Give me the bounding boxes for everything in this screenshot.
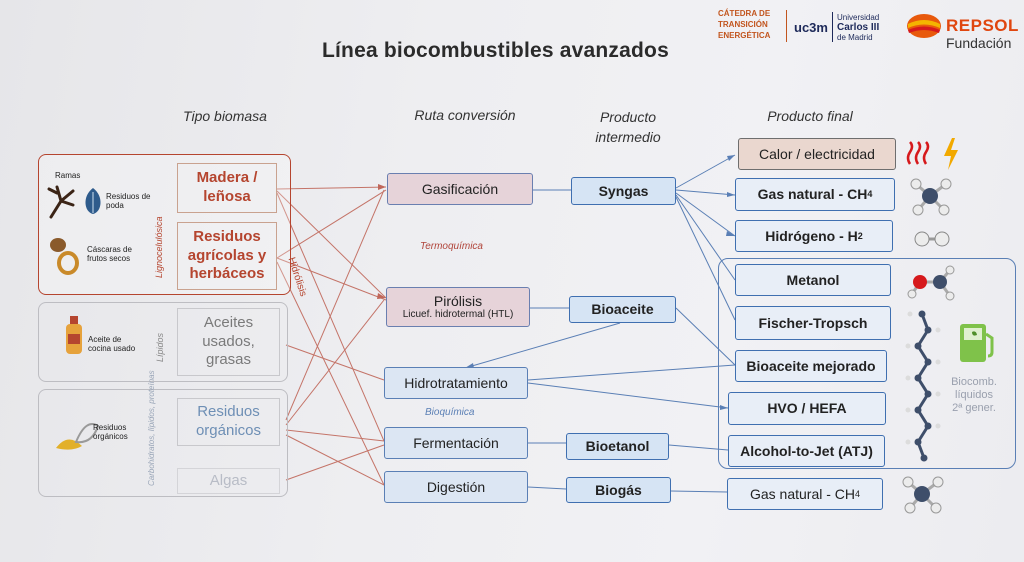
organic-waste-icon (56, 423, 100, 450)
final-fischer-tropsch: Fischer-Tropsch (735, 306, 891, 340)
repsol-logo: REPSOL (946, 16, 1019, 35)
biomass-aceites-usados: Aceites usados, grasas (177, 308, 280, 376)
page-title: Línea biocombustibles avanzados (322, 39, 669, 62)
repsol-emblem-icon (907, 14, 941, 38)
lightning-icon (944, 138, 958, 170)
universidad-line-1: Universidad (837, 13, 880, 22)
uc3m-logo: uc3m (794, 20, 828, 35)
methane-molecule-icon (910, 178, 952, 216)
biomass-madera: Madera / leñosa (177, 163, 277, 213)
category-lignocelulosica: Lignocelulósica (154, 216, 164, 278)
intermediate-syngas: Syngas (571, 177, 676, 205)
route-gasificacion: Gasificación (387, 173, 533, 205)
catedra-line-3: ENERGÉTICA (718, 31, 771, 40)
final-metanol: Metanol (735, 264, 891, 296)
annotation-bioquimica: Bioquímica (425, 407, 475, 418)
route-pirolisis-label: Pirólisis (433, 293, 483, 310)
universidad-logo: Universidad Carlos III de Madrid (837, 13, 879, 43)
route-fermentacion: Fermentación (384, 427, 528, 459)
route-digestion: Digestión (384, 471, 528, 503)
liquid-group-label-2: líquidos (955, 389, 993, 401)
final-hidrogeno-sub: 2 (857, 230, 863, 241)
icon-label-residuos-organicos: Residuos orgánicos (93, 423, 128, 441)
final-gas-natural-2-label: Gas natural - CH (749, 485, 856, 502)
group-organicos (38, 389, 288, 497)
branch-icon (47, 185, 75, 219)
intermediate-biogas: Biogás (566, 477, 671, 503)
category-lipidos: Lípidos (155, 332, 165, 362)
route-hidrotratamiento: Hidrotratamiento (384, 367, 528, 399)
fundacion-label: Fundación (946, 35, 1012, 51)
universidad-line-3: de Madrid (837, 33, 873, 42)
final-gas-natural-2-sub: 4 (855, 488, 861, 499)
header-tipo-biomasa: Tipo biomasa (183, 108, 267, 124)
icon-label-aceite: Aceite de cocina usado (88, 335, 136, 353)
route-htl-label: Licuef. hidrotermal (HTL) (402, 309, 514, 321)
universidad-line-2: Carlos III (837, 22, 880, 33)
final-alcohol-to-jet: Alcohol-to-Jet (ATJ) (728, 435, 885, 467)
biomass-residuos-agricolas: Residuos agrícolas y herbáceos (177, 222, 277, 290)
header-ruta-conversion: Ruta conversión (414, 107, 516, 123)
hydrocarbon-chain-icon (905, 310, 941, 462)
final-calor-electricidad: Calor / electricidad (738, 138, 896, 170)
methanol-molecule-icon (907, 265, 955, 301)
liquid-group-label-1: Biocomb. (951, 376, 997, 388)
fuel-pump-icon (960, 324, 994, 362)
final-hidrogeno-label: Hidrógeno - H (765, 227, 858, 244)
final-gas-natural-1-sub: 4 (867, 189, 873, 200)
group-biocombustibles-liquidos (718, 258, 1016, 469)
intermediate-bioaceite: Bioaceite (569, 296, 676, 323)
intermediate-bioetanol: Bioetanol (566, 433, 669, 460)
icon-label-cascaras: Cáscaras de frutos secos (87, 245, 132, 263)
catedra-line-2: TRANSICIÓN (718, 20, 768, 29)
final-bioaceite-mejorado: Bioaceite mejorado (735, 350, 887, 382)
nut-shells-icon (50, 238, 79, 275)
hydrogen-molecule-icon (914, 231, 950, 247)
biomass-algas: Algas (177, 468, 280, 494)
annotation-termoquimica: Termoquímica (420, 241, 483, 252)
liquid-group-label: Biocomb. líquidos 2ª gener. (944, 376, 1004, 415)
header-producto-final: Producto final (767, 108, 853, 124)
group-lipidos (38, 302, 288, 382)
catedra-logo: CÁTEDRA DE TRANSICIÓN ENERGÉTICA (718, 8, 770, 41)
methane-molecule-icon-2 (902, 476, 944, 514)
route-pirolisis: Pirólisis Licuef. hidrotermal (HTL) (386, 287, 530, 327)
final-gas-natural-1-label: Gas natural - CH (757, 186, 868, 203)
header-producto-intermedio: Producto intermedio (595, 109, 661, 145)
biomass-residuos-organicos: Residuos orgánicos (177, 398, 280, 446)
category-organicos: Carbohidratos, lípidos, proteínas (147, 370, 156, 486)
heat-icon (906, 141, 930, 165)
liquid-group-label-3: 2ª gener. (952, 402, 996, 414)
oil-bottle-icon (66, 316, 82, 354)
uc3m-divider (832, 12, 833, 42)
leaf-icon (85, 188, 101, 214)
group-lignocelulosica (38, 154, 291, 295)
catedra-line-1: CÁTEDRA DE (718, 9, 771, 18)
icon-label-ramas: Ramas (55, 171, 81, 180)
final-hvo-hefa: HVO / HEFA (728, 392, 886, 425)
icon-label-residuos-poda: Residuos de poda (106, 192, 151, 210)
logo-divider (786, 10, 787, 42)
